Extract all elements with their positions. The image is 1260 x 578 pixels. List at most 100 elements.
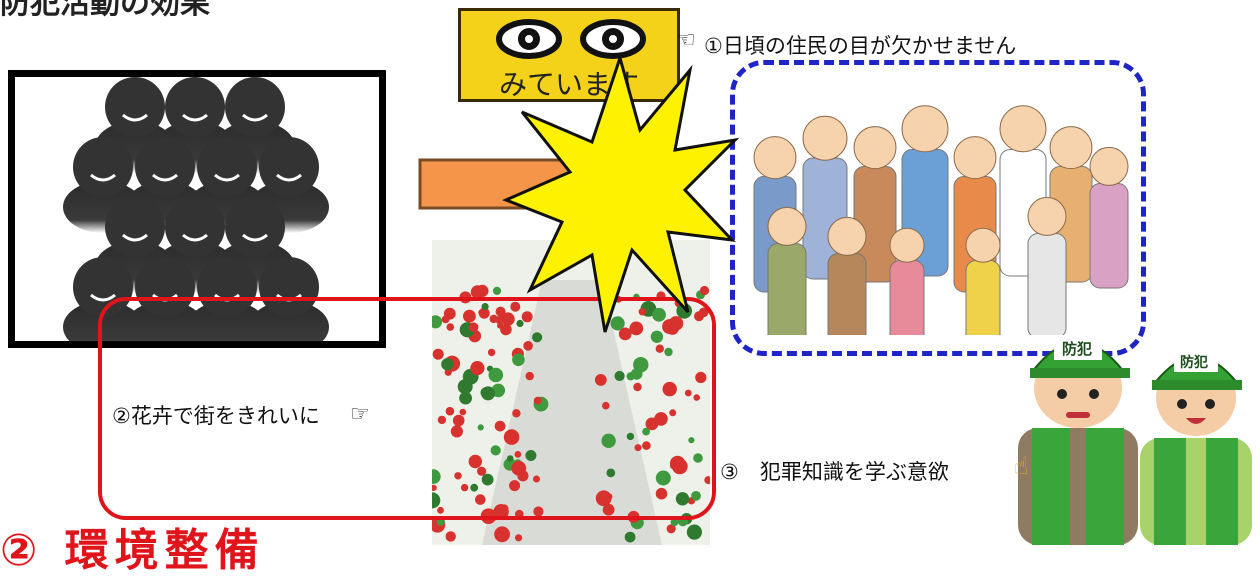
flower-mark bbox=[506, 455, 514, 462]
resident-head bbox=[753, 136, 797, 180]
flower-mark bbox=[501, 312, 515, 326]
grin-icon bbox=[152, 173, 178, 182]
flower-mark bbox=[695, 371, 707, 384]
flower-mark bbox=[618, 327, 632, 341]
flower-mark bbox=[602, 401, 610, 410]
flower-mark bbox=[634, 444, 642, 452]
flower-mark bbox=[500, 504, 509, 513]
resident-head bbox=[1049, 126, 1093, 170]
shadow-figure-head bbox=[135, 257, 195, 317]
flower-mark bbox=[476, 284, 489, 297]
shadow-figure-head bbox=[197, 137, 257, 197]
resident-body bbox=[1089, 183, 1129, 289]
flower-mark bbox=[516, 319, 524, 328]
flower-mark bbox=[480, 387, 492, 398]
flower-mark bbox=[445, 531, 456, 542]
shadow-figure-head bbox=[165, 77, 225, 137]
flower-mark bbox=[606, 468, 616, 478]
flower-mark bbox=[655, 470, 671, 486]
shadow-figure-head bbox=[259, 257, 319, 317]
grin-icon bbox=[122, 233, 148, 242]
grin-icon bbox=[276, 173, 302, 182]
flower-mark bbox=[488, 367, 504, 383]
flower-mark bbox=[515, 534, 523, 542]
flower-mark bbox=[684, 389, 692, 397]
resident-head bbox=[853, 126, 897, 170]
flowers-label: ②花卉で街をきれいに bbox=[112, 404, 320, 428]
shadow-figure-head bbox=[165, 197, 225, 257]
shadow-figure-head bbox=[105, 77, 165, 137]
resident-head bbox=[901, 105, 949, 153]
flower-mark bbox=[525, 450, 537, 461]
flower-mark bbox=[494, 526, 510, 543]
shadow-figure-head bbox=[135, 137, 195, 197]
flower-mark bbox=[459, 408, 467, 416]
flower-mark bbox=[594, 374, 607, 386]
flower-mark bbox=[481, 303, 489, 311]
flower-mark bbox=[533, 475, 540, 483]
flower-mark bbox=[624, 531, 636, 543]
patrol-guards-illustration bbox=[1018, 338, 1252, 545]
flower-mark bbox=[602, 503, 615, 516]
grin-icon bbox=[182, 113, 208, 122]
flower-mark bbox=[470, 361, 485, 376]
flower-mark bbox=[523, 341, 533, 351]
resident-body bbox=[767, 243, 807, 335]
shadow-figure-head bbox=[225, 77, 285, 137]
crowd-figures-box bbox=[8, 70, 386, 353]
resident-head bbox=[1027, 196, 1067, 236]
flower-mark bbox=[686, 524, 702, 540]
eyes-icon bbox=[496, 19, 646, 59]
flower-mark bbox=[437, 506, 444, 514]
flower-mark bbox=[633, 357, 649, 373]
flower-mark bbox=[457, 379, 473, 395]
flower-mark bbox=[446, 323, 455, 331]
flower-mark bbox=[487, 348, 496, 357]
section-title: ② 環境整備 bbox=[0, 525, 265, 576]
flower-mark bbox=[652, 307, 666, 322]
flower-mark bbox=[463, 309, 476, 323]
shadow-figure-head bbox=[225, 197, 285, 257]
flower-mark bbox=[629, 321, 644, 336]
flower-mark bbox=[671, 458, 688, 475]
flower-mark bbox=[642, 441, 651, 450]
resident-head bbox=[889, 227, 925, 263]
shadow-figure-head bbox=[105, 197, 165, 257]
cap-label-right: 防犯 bbox=[1180, 355, 1208, 371]
shadow-figure-head bbox=[197, 257, 257, 317]
flower-mark bbox=[666, 524, 676, 534]
flower-mark bbox=[432, 348, 444, 360]
flower-mark bbox=[441, 358, 454, 371]
flower-mark bbox=[642, 427, 650, 436]
flower-mark bbox=[675, 492, 690, 506]
flower-mark bbox=[452, 414, 465, 427]
flower-mark bbox=[669, 409, 677, 417]
flower-mark bbox=[525, 371, 534, 381]
flower-mark bbox=[445, 406, 455, 416]
resident-head bbox=[965, 227, 1001, 263]
flower-mark bbox=[693, 394, 700, 401]
flower-mark bbox=[655, 344, 664, 353]
resident-head bbox=[767, 206, 807, 246]
flower-mark bbox=[459, 391, 472, 405]
flower-mark bbox=[492, 286, 502, 295]
resident-body bbox=[965, 260, 1001, 335]
flower-mark bbox=[511, 460, 527, 476]
impact-burst-icon bbox=[502, 52, 740, 333]
flower-mark bbox=[595, 490, 612, 507]
grin-icon bbox=[242, 113, 268, 122]
resident-body bbox=[827, 253, 867, 335]
shadow-figure-body bbox=[187, 301, 267, 353]
grin-icon bbox=[90, 293, 116, 302]
flower-mark bbox=[638, 308, 646, 316]
shadow-figure-head bbox=[73, 137, 133, 197]
flower-mark bbox=[610, 316, 625, 331]
grin-icon bbox=[182, 233, 208, 242]
flower-mark bbox=[468, 454, 482, 469]
grin-icon bbox=[122, 113, 148, 122]
flower-mark bbox=[470, 483, 479, 492]
flower-mark bbox=[533, 396, 542, 405]
flower-mark bbox=[655, 487, 668, 500]
flower-mark bbox=[481, 473, 494, 486]
flower-mark bbox=[521, 311, 533, 323]
